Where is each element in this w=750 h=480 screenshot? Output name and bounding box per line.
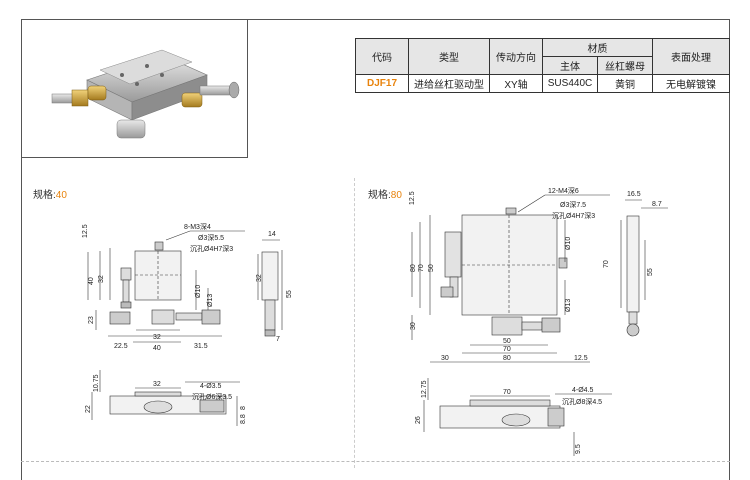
spec-40-value: 40 — [55, 190, 67, 201]
header-surface: 表面处理 — [652, 38, 730, 75]
cell-surface: 无电解镀镍 — [652, 74, 730, 93]
spec-80-prefix: 规格: — [368, 190, 391, 201]
cell-code: DJF17 — [355, 74, 409, 93]
spec-80-label: 规格:80 — [368, 186, 402, 201]
spec-table: 代码 类型 传动方向 材质 表面处理 主体 丝杠螺母 DJF17 进给丝杠驱动型… — [355, 38, 730, 93]
document-frame — [21, 19, 730, 480]
spec-80-value: 80 — [390, 190, 402, 201]
cell-nut: 黄铜 — [597, 74, 653, 93]
header-type: 类型 — [408, 38, 490, 75]
cell-body: SUS440C — [542, 74, 598, 93]
section-divider-vertical — [354, 178, 355, 468]
spec-40-label: 规格:40 — [33, 186, 67, 201]
header-code: 代码 — [355, 38, 409, 75]
product-photo — [21, 19, 248, 158]
header-material: 材质 — [542, 38, 653, 57]
spec-40-prefix: 规格: — [33, 190, 56, 201]
cell-direction: XY轴 — [489, 74, 543, 93]
header-direction: 传动方向 — [489, 38, 543, 75]
cell-type: 进给丝杠驱动型 — [408, 74, 490, 93]
header-nut: 丝杠螺母 — [597, 56, 653, 75]
xy-stage-illustration — [51, 49, 240, 139]
header-body: 主体 — [542, 56, 598, 75]
section-divider-bottom — [21, 461, 730, 462]
